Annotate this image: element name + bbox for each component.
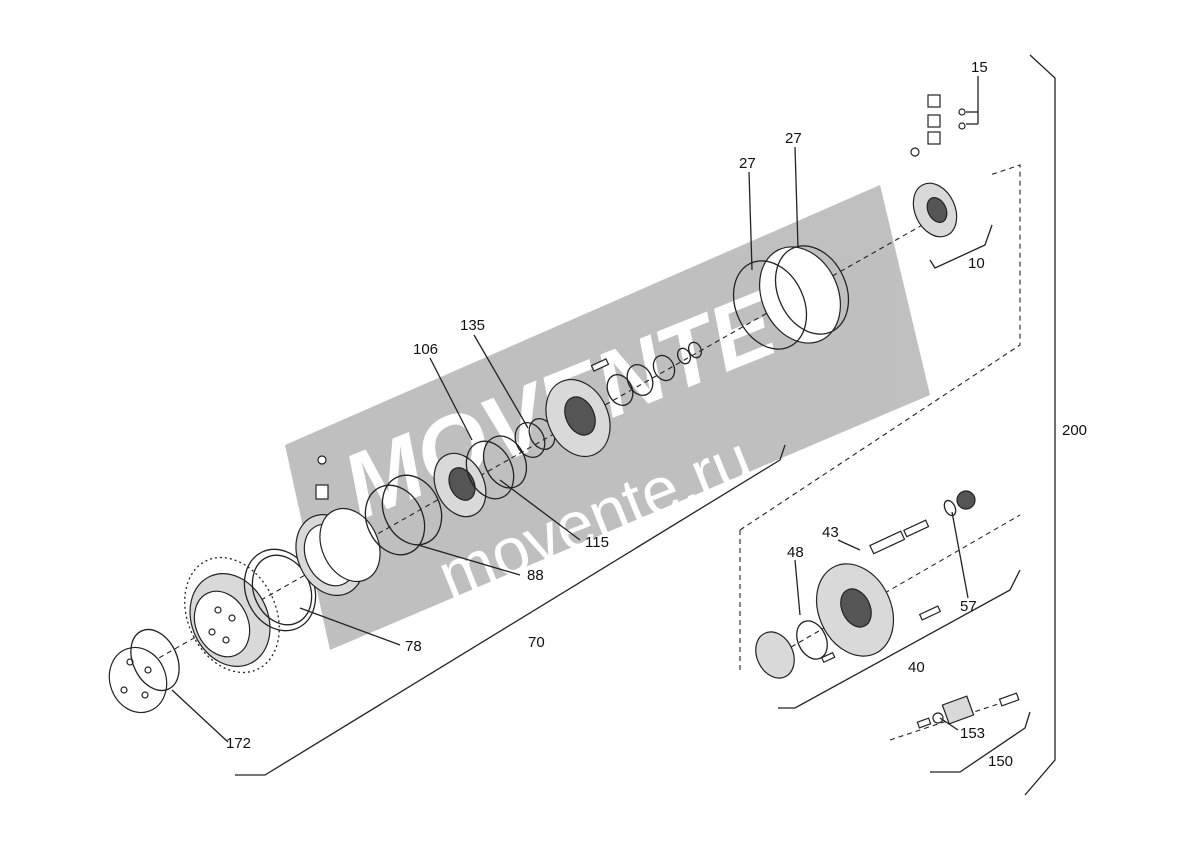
- flange: [545, 341, 703, 458]
- callout-88: 88: [527, 567, 544, 584]
- callout-78: 78: [405, 638, 422, 655]
- callout-40: 40: [908, 659, 925, 676]
- callout-70: 70: [528, 634, 545, 651]
- callout-106: 106: [413, 341, 438, 358]
- callout-48: 48: [787, 544, 804, 561]
- callouts: 15 27 27 10 135 106 200 43 48 115 88 57 …: [226, 59, 1087, 770]
- top-bearing: [910, 94, 966, 238]
- parts: [108, 94, 1020, 729]
- callout-200: 200: [1062, 422, 1087, 439]
- callout-150: 150: [988, 753, 1013, 770]
- end-plate: [108, 628, 180, 714]
- callout-115: 115: [585, 534, 609, 551]
- callout-15: 15: [971, 59, 988, 76]
- callout-153: 153: [960, 725, 985, 742]
- callout-27-right: 27: [785, 130, 802, 147]
- assembly-brackets: [235, 54, 1056, 796]
- ring-gear: [732, 245, 850, 350]
- callout-57: 57: [960, 598, 977, 615]
- hub-and-balls: [184, 548, 317, 674]
- bearing: [433, 417, 556, 518]
- callout-10: 10: [968, 255, 985, 272]
- fitting: [916, 692, 1020, 729]
- leader-lines: [171, 76, 979, 743]
- callout-172: 172: [226, 735, 251, 752]
- callout-27-left: 27: [739, 155, 756, 172]
- valve-body: [755, 490, 976, 679]
- callout-135: 135: [460, 317, 485, 334]
- callout-43: 43: [822, 524, 839, 541]
- housing: [295, 455, 443, 596]
